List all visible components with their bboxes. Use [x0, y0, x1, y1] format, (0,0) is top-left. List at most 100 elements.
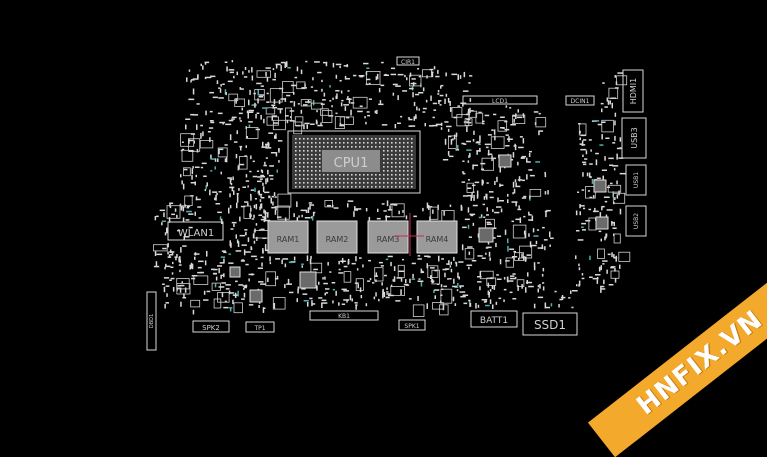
smd-component — [514, 146, 517, 151]
smd-component — [303, 300, 309, 302]
smd-component — [171, 213, 175, 216]
smd-component — [260, 218, 266, 221]
smd-component — [589, 196, 593, 199]
cpu-ball — [383, 162, 385, 164]
cpu-ball — [343, 178, 345, 180]
connector-hdmi: HDMI1 — [622, 69, 644, 113]
smd-component — [589, 255, 591, 261]
smd-component — [601, 134, 603, 140]
ic-chip — [593, 179, 607, 193]
smd-component — [213, 268, 218, 271]
smd-component — [235, 98, 237, 104]
smd-component — [164, 232, 167, 236]
smd-component — [537, 296, 544, 299]
smd-component — [482, 203, 485, 206]
smd-component — [233, 302, 243, 314]
cpu-ball — [395, 166, 397, 168]
smd-component — [259, 229, 262, 231]
cpu-ball — [323, 142, 325, 144]
smd-component — [439, 304, 449, 316]
smd-component — [537, 288, 539, 293]
smd-component — [517, 208, 522, 211]
smd-component — [242, 285, 248, 287]
smd-component — [227, 177, 232, 179]
smd-component — [466, 182, 474, 193]
smd-component — [479, 286, 481, 291]
smd-component — [523, 195, 527, 198]
smd-component — [479, 135, 481, 141]
cpu-ball — [363, 138, 365, 140]
smd-component — [432, 116, 435, 119]
smd-component — [191, 168, 194, 175]
smd-component — [581, 277, 585, 280]
smd-component — [197, 206, 202, 208]
smd-component — [178, 264, 182, 266]
smd-component — [288, 261, 295, 264]
smd-component — [289, 291, 294, 294]
smd-component — [547, 190, 549, 195]
smd-component — [209, 137, 211, 143]
smd-component — [210, 75, 216, 78]
cpu-ball — [407, 178, 409, 180]
smd-component — [409, 74, 422, 87]
smd-component — [522, 138, 525, 144]
smd-component — [248, 70, 250, 73]
smd-component — [165, 263, 167, 267]
smd-component — [431, 281, 434, 283]
smd-component — [490, 136, 505, 149]
smd-component — [310, 216, 313, 219]
smd-component — [274, 135, 276, 139]
smd-component — [499, 167, 501, 173]
smd-component — [503, 299, 505, 302]
smd-component — [183, 293, 185, 298]
smd-component — [477, 255, 483, 257]
smd-component — [481, 257, 486, 259]
smd-component — [225, 288, 230, 290]
smd-component — [338, 268, 341, 271]
smd-component — [254, 198, 257, 200]
smd-component — [250, 196, 252, 201]
smd-component — [578, 280, 581, 286]
cpu-ball — [299, 178, 301, 180]
smd-component — [273, 192, 276, 196]
smd-component — [483, 196, 486, 200]
smd-component — [604, 200, 608, 203]
smd-component — [429, 68, 434, 71]
cpu-ball — [343, 182, 345, 184]
smd-component — [247, 111, 254, 113]
smd-component — [209, 189, 211, 196]
smd-component — [278, 160, 280, 163]
smd-component — [203, 290, 206, 295]
wlan-label: WLAN1 — [178, 228, 214, 239]
smd-component — [446, 263, 450, 265]
smd-component — [571, 306, 574, 309]
cpu-ball — [307, 138, 309, 140]
cpu-ball — [411, 142, 413, 144]
smd-component — [260, 197, 265, 199]
cpu-ball — [359, 138, 361, 140]
cpu-ball — [307, 158, 309, 160]
smd-component — [253, 240, 256, 244]
smd-component — [605, 137, 610, 139]
smd-component — [171, 252, 174, 256]
smd-component — [286, 120, 289, 124]
smd-component — [582, 154, 584, 157]
smd-component — [271, 115, 277, 117]
smd-component — [236, 71, 238, 76]
cpu-ball — [315, 142, 317, 144]
smd-component — [231, 118, 235, 120]
smd-component — [449, 265, 452, 268]
smd-component — [381, 282, 383, 286]
smd-component — [473, 164, 479, 167]
smd-component — [439, 104, 442, 106]
connector-spk2: SPK2 — [192, 320, 230, 333]
smd-component — [592, 210, 599, 213]
smd-component — [600, 238, 602, 242]
smd-component — [170, 254, 173, 256]
smd-component — [359, 75, 364, 78]
smd-component — [311, 303, 316, 305]
smd-component — [264, 191, 270, 194]
cpu-ball — [399, 174, 401, 176]
cpu-ball — [343, 138, 345, 140]
smd-component — [509, 107, 512, 109]
